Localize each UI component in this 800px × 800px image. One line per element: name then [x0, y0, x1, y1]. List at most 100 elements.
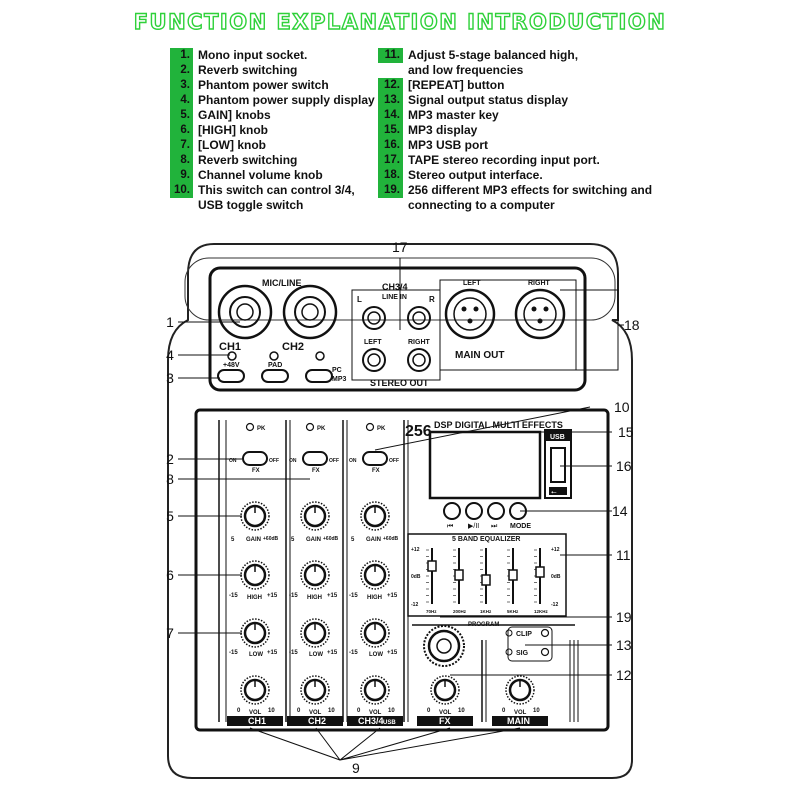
legend-item: 8. Reverb switching [170, 153, 375, 168]
page-title: FUNCTION EXPLANATION INTRODUCTION [133, 9, 667, 34]
callout-18: 18 [624, 317, 640, 333]
legend-number: 16. [378, 138, 403, 153]
low-max: +15 [327, 650, 338, 656]
vol-min: 0 [297, 708, 301, 714]
ch2-vol-knob [300, 675, 330, 705]
ch2-label: CH2 [282, 341, 304, 353]
legend-text: Reverb switching [198, 153, 298, 167]
usb-port [550, 447, 566, 483]
ch2-gain-knob [300, 501, 330, 531]
callout-6: 6 [166, 567, 174, 583]
callout-10: 10 [614, 399, 630, 415]
eq-slider [427, 560, 437, 572]
pk-label: PK [317, 426, 326, 432]
ch2-combo-jack [282, 284, 338, 340]
callout-7: 7 [166, 625, 174, 641]
low-min: -15 [289, 650, 298, 656]
pk-label: PK [377, 426, 386, 432]
strip_ch34-label: CH3/4 [358, 716, 384, 726]
vol-label: VOL [439, 710, 452, 716]
eq-freq-label: 12KHz [534, 609, 549, 614]
plus48v-label: +48V [223, 362, 240, 369]
fx-label: FX [312, 468, 320, 474]
legend-number: 13. [378, 93, 403, 108]
legend-item: connecting to a computer [378, 198, 652, 213]
vol-label: VOL [514, 710, 527, 716]
legend-text: and low frequencies [408, 63, 524, 77]
eq-slider [454, 569, 464, 581]
low-label: LOW [309, 652, 323, 658]
vol-max: 10 [458, 708, 465, 714]
callout-15: 15 [618, 424, 634, 440]
callout-19: 19 [616, 609, 632, 625]
legend-text: [REPEAT] button [408, 78, 505, 92]
mic-line-label: MIC/LINE [262, 278, 302, 288]
ch34-low-knob [360, 618, 390, 648]
eq-freq-label: 5KHz [507, 609, 519, 614]
vol-label: VOL [369, 710, 382, 716]
legend-text: TAPE stereo recording input port. [408, 153, 600, 167]
rear-panel [208, 266, 587, 392]
legend-number: 8. [170, 153, 193, 168]
legend-item: 13.Signal output status display [378, 93, 652, 108]
callout-2: 2 [166, 451, 174, 467]
legend-item: 14.MP3 master key [378, 108, 652, 123]
equalizer-panel [407, 533, 567, 617]
callout-12: 12 [616, 667, 632, 683]
vol-min: 0 [427, 708, 431, 714]
callout-16: 16 [616, 458, 632, 474]
legend-text: Adjust 5-stage balanced high, [408, 48, 579, 62]
gain-max: +60dB [323, 536, 339, 542]
legend-text: Reverb switching [198, 63, 298, 77]
pad-label: PAD [268, 362, 282, 369]
stereo-right-label: RIGHT [408, 339, 431, 346]
eq-slider [535, 566, 545, 578]
legend-item: USB toggle switch [170, 198, 375, 213]
program-knob [423, 625, 465, 667]
legend-number: 1. [170, 48, 193, 63]
callout-14: 14 [612, 503, 628, 519]
legend-item: 11.Adjust 5-stage balanced high, [378, 48, 652, 63]
ch1-gain-knob [240, 501, 270, 531]
ch1-combo-jack [217, 284, 273, 340]
gain-label: GAIN [366, 537, 381, 543]
legend-item: 19.256 different MP3 effects for switchi… [378, 183, 652, 198]
legend-item: 16. MP3 USB port [378, 138, 652, 153]
gain-max: +60dB [383, 536, 399, 542]
legend-text: MP3 USB port [408, 138, 489, 152]
legend-number: 12. [378, 78, 403, 93]
sig-label: SIG [516, 650, 529, 657]
legend-text: Mono input socket. [198, 48, 308, 62]
stereo-out-label: STEREO OUT [370, 378, 429, 388]
legend-text: 256 different MP3 effects for switching … [408, 183, 653, 197]
legend-number: 6. [170, 123, 193, 138]
fx-label: FX [252, 468, 260, 474]
callout-1: 1 [166, 314, 174, 330]
vol-min: 0 [502, 708, 506, 714]
fx-label: FX [372, 468, 380, 474]
fx-switch [362, 451, 388, 466]
prev-icon: ⏮ [447, 523, 453, 530]
callout-8: 8 [166, 471, 174, 487]
legend-item: 6.[HIGH] knob [170, 123, 375, 138]
legend-text: USB toggle switch [198, 198, 304, 212]
strip_ch1-label: CH1 [248, 716, 266, 726]
legend-text: MP3 master key [408, 108, 499, 122]
legend-item: and low frequencies [378, 63, 652, 78]
legend-number: 2. [170, 63, 193, 78]
gain-min: 5 [291, 537, 295, 543]
legend-text: Phantom power supply display [198, 93, 375, 107]
legend-item: 3.Phantom power switch [170, 78, 375, 93]
low-min: -15 [349, 650, 358, 656]
r-label: R [429, 295, 435, 304]
legend-text: Phantom power switch [198, 78, 329, 92]
ch2-low-knob [300, 618, 330, 648]
usb-label: USB [550, 434, 565, 441]
legend-text: MP3 display [408, 123, 478, 137]
gain-label: GAIN [306, 537, 321, 543]
legend-item: 12. [REPEAT] button [378, 78, 652, 93]
high-max: +15 [387, 593, 398, 599]
gain-label: GAIN [246, 537, 261, 543]
